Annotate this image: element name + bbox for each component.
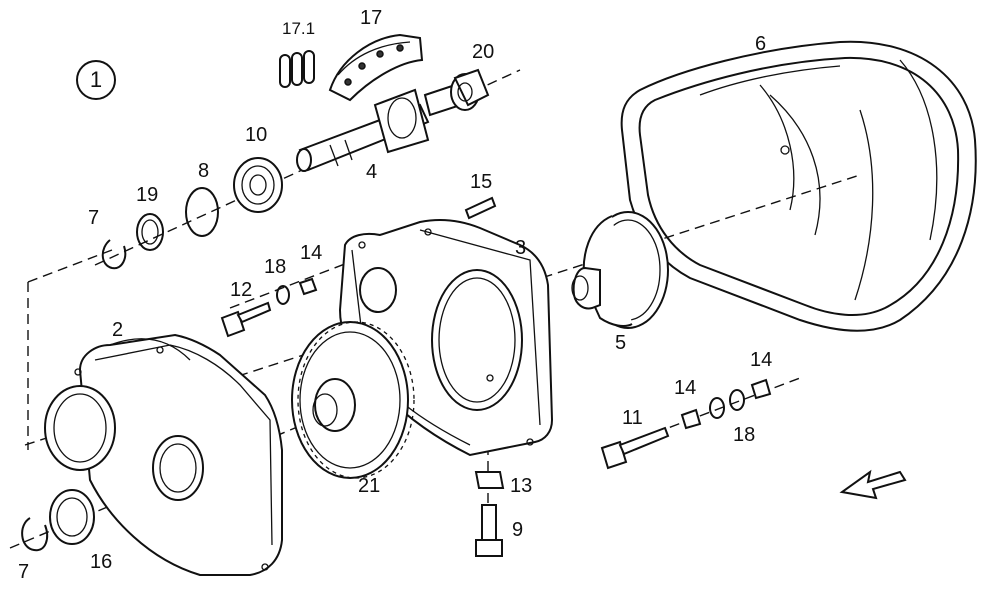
label-17-1: 17.1 — [282, 19, 316, 38]
part-2-front-housing — [44, 333, 283, 576]
part-10-bearing — [233, 157, 283, 213]
label-5: 5 — [615, 332, 627, 354]
label-14-right1: 14 — [674, 377, 697, 399]
label-21: 21 — [358, 475, 381, 497]
part-14-nut-right2 — [750, 378, 772, 400]
label-7-bottom: 7 — [18, 561, 30, 583]
part-15-pin — [464, 196, 497, 220]
label-14-right2: 14 — [750, 349, 773, 371]
part-9-bolt — [475, 504, 503, 557]
part-14-nut-right1 — [680, 408, 702, 430]
part-7-circlip-top — [101, 239, 127, 270]
part-13-nut — [474, 471, 505, 489]
part-18-washer-right — [709, 389, 745, 419]
label-18-right: 18 — [733, 424, 756, 446]
label-9: 9 — [512, 519, 524, 541]
label-20: 20 — [472, 41, 495, 63]
part-16-seal — [49, 489, 95, 545]
label-2: 2 — [112, 319, 124, 341]
part-7-circlip-bottom — [21, 517, 49, 552]
part-5-boot — [571, 211, 669, 329]
label-7-top: 7 — [88, 207, 100, 229]
part-17-chain — [328, 33, 424, 102]
part-20-bearing — [450, 68, 490, 111]
label-13: 13 — [510, 475, 533, 497]
label-8: 8 — [198, 160, 210, 182]
part-11-bolt — [600, 426, 670, 470]
part-8-circlip — [185, 187, 219, 237]
part-4-shaft — [296, 78, 478, 172]
label-18-top: 18 — [264, 256, 287, 278]
label-6: 6 — [755, 33, 767, 55]
label-16: 16 — [90, 551, 113, 573]
label-11: 11 — [622, 407, 643, 429]
part-6-belt — [620, 40, 977, 332]
label-10: 10 — [245, 124, 268, 146]
part-19-washer — [136, 213, 164, 251]
part-14-nut-top — [298, 277, 318, 296]
direction-arrow-icon — [839, 469, 907, 500]
part-18-washer-top — [276, 285, 290, 305]
diagram-number-badge: 1 — [76, 60, 116, 100]
part-17-1-links — [279, 50, 315, 88]
label-12: 12 — [230, 279, 253, 301]
part-21-sprocket — [291, 321, 415, 479]
label-4: 4 — [366, 161, 378, 183]
label-14-top: 14 — [300, 242, 323, 264]
label-19: 19 — [136, 184, 159, 206]
label-3: 3 — [515, 237, 527, 259]
part-12-bolt — [220, 301, 272, 338]
label-15: 15 — [470, 171, 493, 193]
label-17: 17 — [360, 7, 383, 29]
